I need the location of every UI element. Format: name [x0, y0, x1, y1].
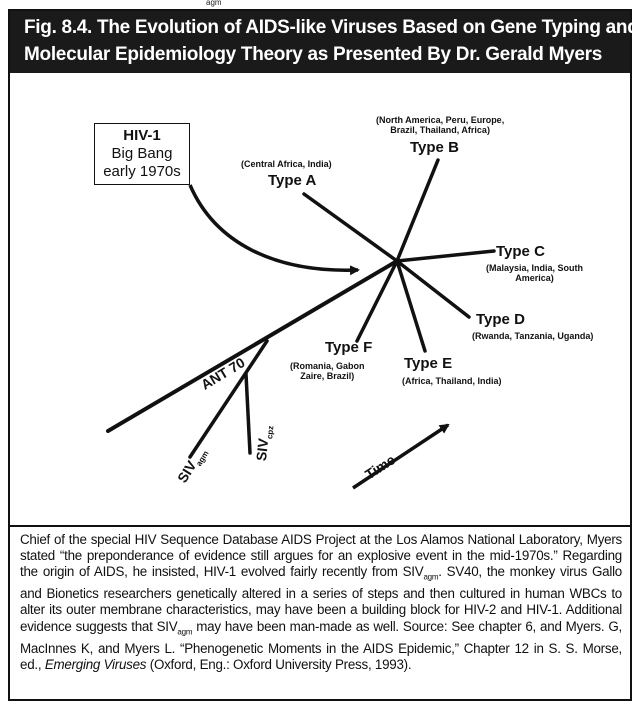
branch-type-f: [355, 259, 399, 343]
siv-cpz-label: SIVcpz: [253, 424, 275, 462]
siv-cpz-sub: cpz: [265, 425, 276, 440]
type-f-regions: (Romania, Gabon Zaire, Brazil): [290, 361, 365, 381]
figure-title-line-1: Fig. 8.4. The Evolution of AIDS-like Vir…: [24, 17, 639, 38]
date-label: early 1970s: [103, 163, 181, 180]
type-f-region-line-1: (Romania, Gabon: [290, 361, 365, 371]
caption-part-1: Chief of the special HIV Sequence Databa…: [20, 532, 622, 580]
type-d-region-line: (Rwanda, Tanzania, Uganda): [472, 331, 594, 341]
branch-type-d: [395, 259, 471, 319]
type-f-label: Type F: [325, 339, 373, 356]
branch-type-c: [395, 249, 496, 263]
branch-type-a: [302, 192, 399, 263]
type-a-region-line: (Central Africa, India): [241, 159, 332, 169]
type-b-label: Type B: [410, 139, 459, 156]
type-b-region-line-2: Brazil, Thailand, Africa): [390, 125, 490, 135]
figure-caption: Chief of the special HIV Sequence Databa…: [10, 525, 630, 699]
caption-part-4: (Oxford, Eng.: Oxford University Press, …: [146, 656, 412, 672]
figure-title-line-2: Molecular Epidemiology Theory as Present…: [24, 44, 602, 65]
type-f-region-line-2: Zaire, Brazil): [300, 371, 355, 381]
hiv1-title: HIV-1: [123, 127, 161, 144]
caption-sub-1: agm: [423, 573, 439, 583]
caption-text: Chief of the special HIV Sequence Databa…: [10, 527, 630, 673]
type-a-label: Type A: [268, 172, 317, 189]
big-bang-label: Big Bang: [111, 145, 173, 162]
siv-agm-branch: [188, 339, 269, 459]
figure-header: Fig. 8.4. The Evolution of AIDS-like Vir…: [10, 11, 639, 73]
big-bang-arrow: [188, 184, 360, 276]
stem-line: [106, 259, 399, 433]
siv-cpz-branch: [244, 372, 252, 455]
type-e-regions: (Africa, Thailand, India): [402, 376, 502, 386]
type-b-region-line-1: (North America, Peru, Europe,: [376, 115, 505, 125]
figure-frame: Fig. 8.4. The Evolution of AIDS-like Vir…: [8, 9, 639, 701]
branch-type-e: [395, 259, 427, 353]
page-fragment-text: agm: [206, 0, 222, 7]
type-c-region-line-1: (Malaysia, India, South: [486, 263, 584, 273]
siv-cpz-base: SIV: [253, 437, 272, 462]
type-d-regions: (Rwanda, Tanzania, Uganda): [472, 331, 593, 341]
hiv1-origin-box: HIV-1 Big Bang early 1970s: [94, 123, 190, 185]
type-c-regions: (Malaysia, India, South America): [486, 263, 583, 283]
type-b-regions: (North America, Peru, Europe, Brazil, Th…: [376, 115, 504, 135]
type-a-regions: (Central Africa, India): [241, 159, 332, 169]
type-e-region-line: (Africa, Thailand, India): [402, 376, 502, 386]
type-c-label: Type C: [496, 243, 545, 260]
type-e-label: Type E: [404, 355, 453, 372]
time-arrow: [352, 423, 450, 490]
type-c-region-line-2: America): [515, 273, 554, 283]
phylogenetic-diagram: HIV-1 Big Bang early 1970s (Central Afri…: [10, 73, 630, 525]
tree-svg: [106, 158, 496, 490]
caption-book-title: Emerging Viruses: [44, 656, 147, 672]
caption-part-3: may have been man-made as well. Source: …: [20, 618, 622, 672]
caption-sub-2: agm: [177, 627, 193, 637]
type-d-label: Type D: [476, 311, 525, 328]
caption-part-2: . SV40, the monkey virus Gallo and Bione…: [20, 564, 622, 634]
branch-type-b: [395, 158, 440, 263]
